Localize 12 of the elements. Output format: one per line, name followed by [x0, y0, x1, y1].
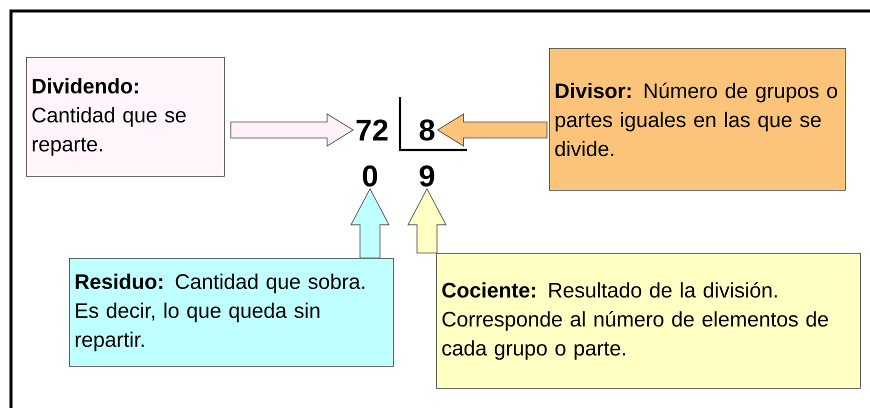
- definition-box: Divisor: Número de grupos o partes iguales en las que se divide.: [549, 48, 846, 191]
- block-arrow: [230, 113, 354, 147]
- block-arrow: [407, 188, 447, 254]
- quotient-number: 9: [420, 165, 434, 187]
- dividend-number: 72: [356, 120, 388, 140]
- divisor-number: 8: [420, 119, 434, 141]
- block-arrow: [350, 188, 390, 258]
- definition-box: Dividendo: Cantidad que se reparte.: [26, 57, 225, 177]
- definition-box: Residuo: Cantidad que sobra. Es decir, lo que queda sin repartir.: [69, 258, 394, 367]
- definition-box: Cociente: Resultado de la división. Corresponde al número de elementos de cada grupo o parte.: [436, 253, 861, 389]
- block-arrow: [436, 113, 548, 147]
- remainder-number: 0: [362, 165, 378, 187]
